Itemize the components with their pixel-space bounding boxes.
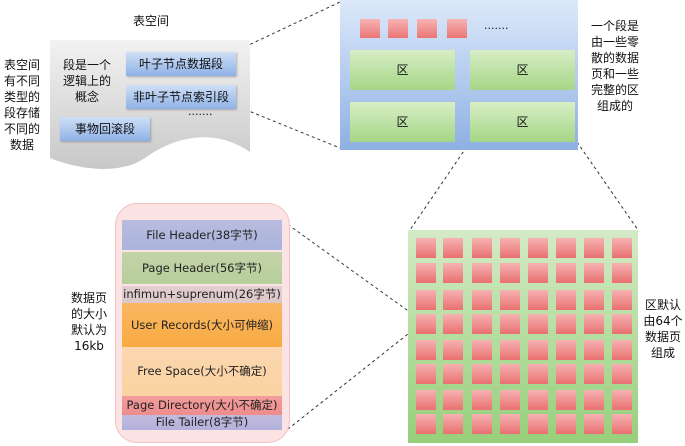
extent-box: 区 xyxy=(350,50,455,90)
extent-page xyxy=(416,390,436,410)
extent-page xyxy=(556,364,576,384)
extent-page xyxy=(472,340,492,360)
page-section: Page Header(56字节) xyxy=(122,252,282,284)
tablespace-note: 表空间 有不同 类型的 段存储 不同的 数据 xyxy=(3,58,40,152)
extent-page xyxy=(416,364,436,384)
extent-grid xyxy=(408,230,638,443)
extent-page xyxy=(528,390,548,410)
scattered-page xyxy=(388,19,408,38)
extent-page xyxy=(584,263,604,283)
extent-page xyxy=(443,414,463,434)
extent-page xyxy=(584,340,604,360)
page-section: File Tailer(8字节) xyxy=(122,415,282,430)
extent-page xyxy=(528,314,548,334)
page-section: File Header(38字节) xyxy=(122,220,282,250)
scattered-page xyxy=(360,19,380,38)
extent-page xyxy=(612,290,632,310)
extent-box: 区 xyxy=(470,50,575,90)
segment-ellipsis: ······· xyxy=(484,22,509,35)
extent-page xyxy=(500,364,520,384)
extent-page xyxy=(584,314,604,334)
extent-box: 区 xyxy=(350,102,455,142)
tablespace-title: 表空间 xyxy=(133,14,170,28)
extent-box: 区 xyxy=(470,102,575,142)
extent-page xyxy=(528,290,548,310)
page-section: infimun+suprenum(26字节) xyxy=(122,286,282,303)
connector-page-extent-bottom xyxy=(282,325,419,434)
extent-page xyxy=(528,238,548,258)
extent-page xyxy=(612,364,632,384)
rollback-segment: 事物回滚段 xyxy=(60,117,150,141)
extent-page xyxy=(500,414,520,434)
extent-page xyxy=(612,263,632,283)
extent-page xyxy=(416,340,436,360)
non-leaf-index-segment: 非叶子节点索引段 xyxy=(126,85,236,109)
extent-page xyxy=(443,290,463,310)
extent-page xyxy=(528,340,548,360)
extent-page xyxy=(500,290,520,310)
extent-page xyxy=(500,340,520,360)
extent-page xyxy=(472,314,492,334)
segment-block: ······· 区 区 区 区 xyxy=(340,0,578,150)
extent-page xyxy=(443,340,463,360)
extent-page xyxy=(556,314,576,334)
extent-page xyxy=(556,238,576,258)
extent-page xyxy=(528,263,548,283)
extent-page xyxy=(472,414,492,434)
extent-page xyxy=(472,263,492,283)
extent-page xyxy=(584,290,604,310)
extent-page xyxy=(584,238,604,258)
extent-page xyxy=(472,238,492,258)
extent-page xyxy=(584,364,604,384)
extent-page xyxy=(443,314,463,334)
extent-page xyxy=(500,238,520,258)
page-size-note: 数据页 的大小 默认为 16kb xyxy=(70,291,107,353)
extent-page xyxy=(612,340,632,360)
extent-page xyxy=(443,263,463,283)
extent-page xyxy=(556,414,576,434)
extent-page xyxy=(612,314,632,334)
leaf-data-segment: 叶子节点数据段 xyxy=(126,52,236,76)
scattered-page xyxy=(447,19,467,38)
tablespace-ellipsis: ······· xyxy=(188,108,213,121)
extent-page xyxy=(443,364,463,384)
segment-concept-note: 段是一个 逻辑上的 概念 xyxy=(62,58,111,104)
extent-page xyxy=(528,364,548,384)
extent-page xyxy=(472,364,492,384)
extent-page xyxy=(443,390,463,410)
page-section: Free Space(大小不确定) xyxy=(122,347,282,396)
extent-page xyxy=(416,414,436,434)
extent-page xyxy=(556,340,576,360)
extent-note: 区默认 由64个 数据页 组成 xyxy=(643,298,683,360)
extent-page xyxy=(612,238,632,258)
extent-page xyxy=(556,390,576,410)
extent-page xyxy=(528,414,548,434)
extent-page xyxy=(416,263,436,283)
extent-page xyxy=(443,238,463,258)
connector-segment-extent-left xyxy=(409,141,471,231)
extent-page xyxy=(472,290,492,310)
extent-page xyxy=(556,263,576,283)
extent-page xyxy=(416,290,436,310)
page-section: User Records(大小可伸缩) xyxy=(122,303,282,347)
extent-page xyxy=(584,390,604,410)
extent-page xyxy=(416,314,436,334)
extent-page xyxy=(500,314,520,334)
page-section: Page Directory(大小不确定) xyxy=(122,396,282,415)
extent-page xyxy=(612,414,632,434)
scattered-page xyxy=(417,19,437,38)
connector-segment-extent-right xyxy=(576,141,639,231)
connector-page-extent-top xyxy=(282,220,419,319)
extent-page xyxy=(556,290,576,310)
extent-page xyxy=(472,390,492,410)
extent-page xyxy=(584,414,604,434)
segment-note: 一个段是 由一些零 散的数据 页和一些 完整的区 组成的 xyxy=(590,19,639,113)
extent-page xyxy=(500,263,520,283)
extent-page xyxy=(416,238,436,258)
extent-page xyxy=(500,390,520,410)
extent-page xyxy=(612,390,632,410)
